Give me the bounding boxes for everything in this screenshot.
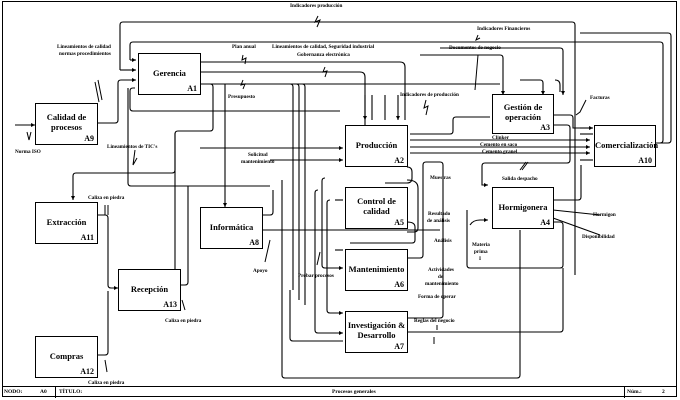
activity-name: Informática [209,222,254,232]
label-caliza-piedra-3: Caliza en piedra [88,380,125,386]
activity-box-a5[interactable]: Control de calidad A5 [345,187,408,229]
label-indicadores-financieros: Indicadores Financieros [477,26,531,32]
activity-name: Recepción [130,284,169,294]
activity-code: A7 [394,342,404,351]
label-materia-2: prima [474,249,488,255]
activity-code: A6 [394,280,404,289]
activity-box-a10[interactable]: Comercialización A10 [594,125,659,167]
label-probar-procesos: Probar procesos [298,273,334,279]
label-resultado-1: Resultado [428,211,451,217]
activity-code: A2 [394,156,404,165]
activity-name: Control de calidad [357,196,396,216]
label-disponibilidad: Disponibilidad [582,234,615,240]
activity-box-a3[interactable]: Gestión de operación A3 [492,94,554,134]
activity-box-a7[interactable]: Investigación & Desarrollo A7 [345,311,408,353]
label-facturas: Facturas [590,95,610,101]
label-solicitud-2: mantenimiento [241,159,275,165]
footer-nodo-label: NODO: [4,389,23,395]
label-forma-operar: Forma de operar [418,294,456,300]
label-lineamientos-seguridad-1: Lineamientos de calidad, Seguridad indus… [272,44,375,50]
label-actividades-1: Actividades [428,267,454,273]
label-solicitud-1: Solicitud [248,152,268,158]
label-clinker: Clinker [492,135,510,141]
activity-name: Gestión de operación [503,102,543,122]
label-caliza-piedra-2: Caliza en piedra [165,318,202,324]
label-indicadores-produccion-top: Indicadores producción [290,3,343,9]
activity-code: A13 [163,300,177,309]
label-indicadores-produccion: Indicadores de producción [400,92,459,98]
activity-box-a12[interactable]: Compras A12 [35,336,98,378]
footer-num-label: Núm.: [627,389,642,395]
arrow-indicadores-produccion [119,21,576,275]
activity-code: A11 [80,233,94,242]
label-hormigon: Hormigon [593,212,616,218]
activity-code: A5 [394,218,404,227]
activity-name: Comercialización [595,140,659,150]
footer-titulo-label: TÍTULO: [59,389,83,395]
activity-box-a1[interactable]: Gerencia A1 [138,53,201,95]
activity-box-a6[interactable]: Mantenimiento A6 [345,249,408,291]
label-caliza-piedra-1: Caliza en piedra [88,195,125,201]
activity-code: A9 [84,134,94,143]
label-documentos-negocio: Documentos de negocio [449,45,501,51]
label-actividades-3: mantenimiento [425,281,459,287]
footer-num-value: 2 [662,389,665,395]
activity-code: A8 [249,238,259,247]
label-actividades-2: de [438,274,444,280]
label-lineamientos-seguridad-2: Gobernanza electrónica [297,52,350,58]
activity-box-a13[interactable]: Recepción A13 [118,269,181,311]
activity-box-a4[interactable]: Hormigonera A4 [492,187,554,229]
activity-code: A1 [187,84,197,93]
activity-name: Producción [355,140,398,150]
label-materia-3: I [479,256,482,262]
footer-titulo-value: Procesos generales [332,389,376,395]
label-cemento-granel: Cemento granel [482,149,518,155]
label-lineamientos-calidad-1: Lineamientos de calidad [57,44,111,50]
footer-divider [55,387,57,398]
activity-code: A12 [80,367,94,376]
activity-name: Calidad de procesos [46,112,87,132]
footer-nodo-value: A0 [40,389,47,395]
label-lineamientos-calidad-2: normas procedimientos [59,51,111,57]
activity-name: Hormigonera [498,202,548,212]
label-presupuesto: Presupuesto [228,94,255,100]
footer-divider [624,387,626,398]
activity-name: Mantenimiento [348,264,405,274]
label-analisis: Análisis [434,238,452,244]
activity-name: Gerencia [153,68,186,78]
activity-box-a8[interactable]: Informática A8 [200,207,263,249]
activity-name: Extracción [46,217,87,227]
idef0-footer: NODO: A0 TÍTULO: Procesos generales Núm.… [2,386,677,398]
label-lineamientos-tic: Lineamientos de TIC's [107,144,158,150]
activity-box-a11[interactable]: Extracción A11 [35,202,98,244]
activity-box-a2[interactable]: Producción A2 [345,125,408,167]
activity-code: A4 [540,218,550,227]
label-resultado-2: de análisis [427,218,450,224]
activity-box-a9[interactable]: Calidad de procesos A9 [35,103,98,145]
activity-name: Compras [49,351,84,361]
label-reglas-negocio: Reglas del negocio [414,318,455,324]
label-salida-despacho: Salida despacho [502,176,538,182]
label-plan-anual: Plan anual [232,44,256,50]
activity-code: A3 [540,123,550,132]
label-norma-iso: Norma ISO [15,149,41,155]
activity-name: Investigación & Desarrollo [347,320,406,340]
label-cemento-saco: Cemento en saco [480,142,518,148]
label-apoyo: Apoyo [253,268,268,274]
activity-code: A10 [638,156,652,165]
label-materia-1: Materia [472,242,490,248]
label-muestras: Muestras [430,175,451,181]
